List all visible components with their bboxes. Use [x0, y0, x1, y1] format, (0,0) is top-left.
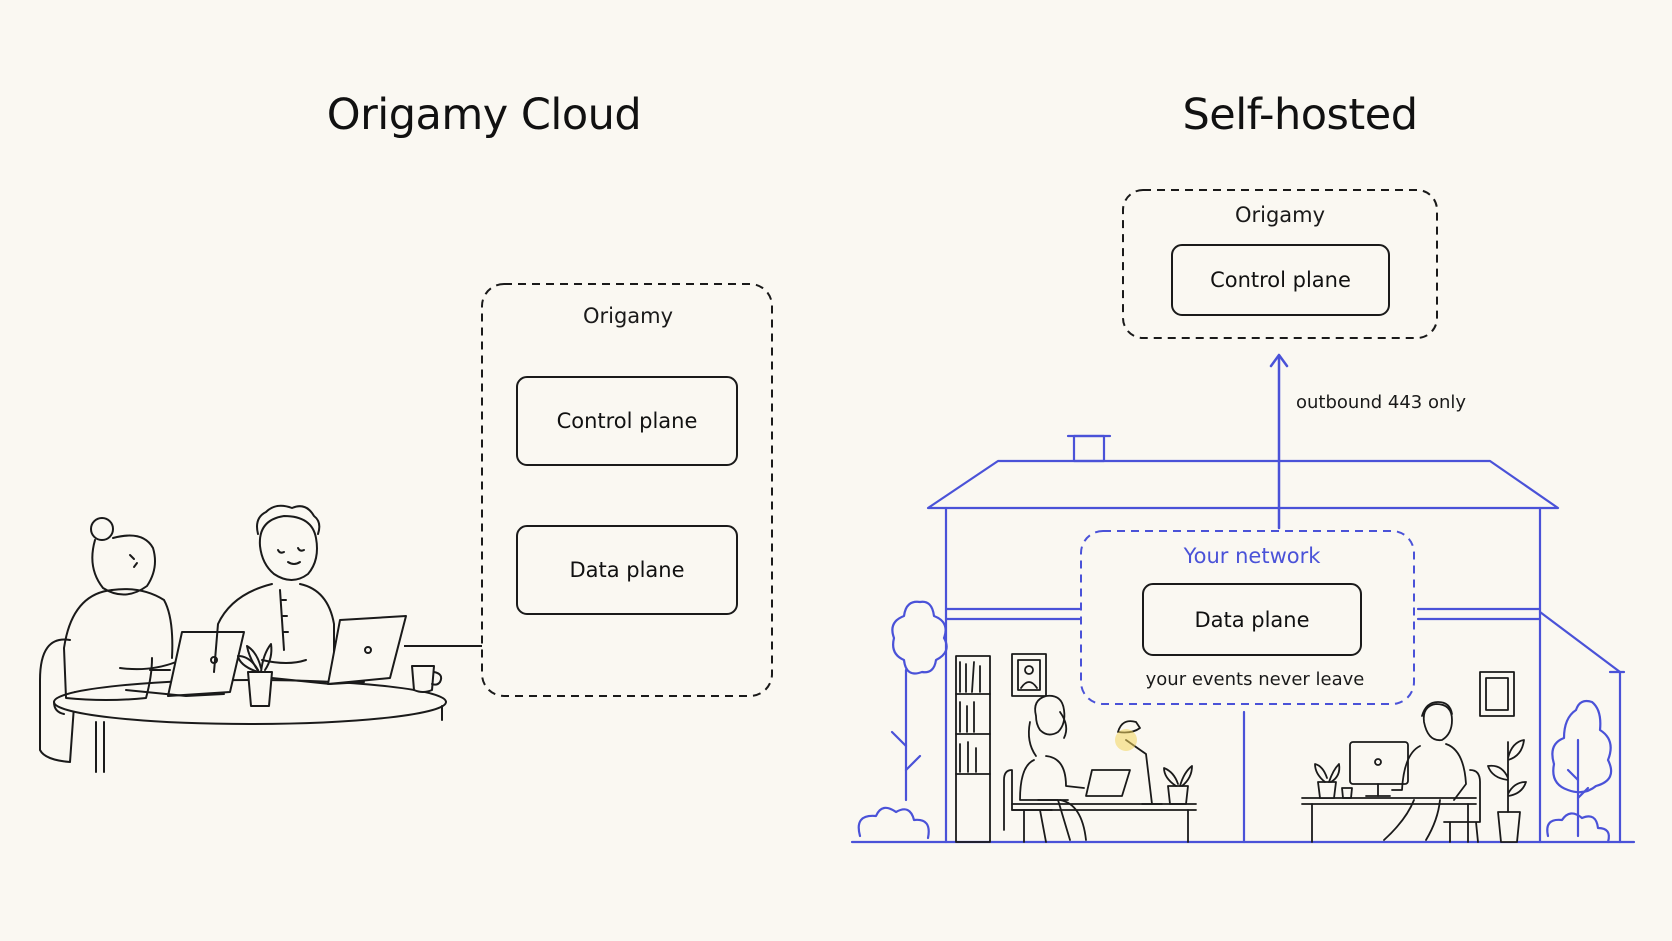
chair-back: [39, 638, 76, 763]
mug: [411, 665, 443, 693]
plant: [237, 643, 273, 707]
monitor: [1349, 741, 1409, 785]
network-note: your events never leave: [1145, 669, 1365, 690]
cloud-origamy-group-border: [481, 283, 773, 697]
picture-frame: [1011, 653, 1047, 697]
tree-left: [857, 600, 948, 840]
cloud-data-plane-box: Data plane: [516, 525, 738, 615]
woman-figure: [63, 517, 177, 701]
team-illustration: [39, 504, 447, 773]
cloud-control-plane-box: Control plane: [516, 376, 738, 466]
man-figure: [213, 504, 335, 675]
left-room-interior: [955, 653, 1197, 843]
bookshelf: [955, 655, 991, 843]
cloud-heading: Origamy Cloud: [326, 90, 642, 140]
selfhosted-control-plane-box: Control plane: [1171, 244, 1390, 316]
selfhosted-origamy-group-border: [1122, 189, 1438, 339]
selfhosted-heading: Self-hosted: [1182, 90, 1418, 140]
outbound-label: outbound 443 only: [1296, 392, 1467, 413]
lamp-glow: [1115, 729, 1137, 751]
picture-frame-right: [1479, 671, 1515, 717]
selfhosted-origamy-label: Origamy: [1234, 203, 1326, 227]
cloud-origamy-label: Origamy: [582, 304, 674, 328]
outbound-arrow: [1269, 353, 1289, 530]
chimney: [1072, 434, 1106, 463]
tree-right: [1546, 699, 1613, 844]
roof: [926, 459, 1560, 510]
selfhosted-data-plane-box: Data plane: [1142, 583, 1362, 656]
your-network-label: Your network: [1183, 544, 1321, 568]
laptop-right: [271, 615, 407, 685]
laptop-left: [125, 631, 245, 697]
right-room-interior: [1301, 671, 1527, 843]
